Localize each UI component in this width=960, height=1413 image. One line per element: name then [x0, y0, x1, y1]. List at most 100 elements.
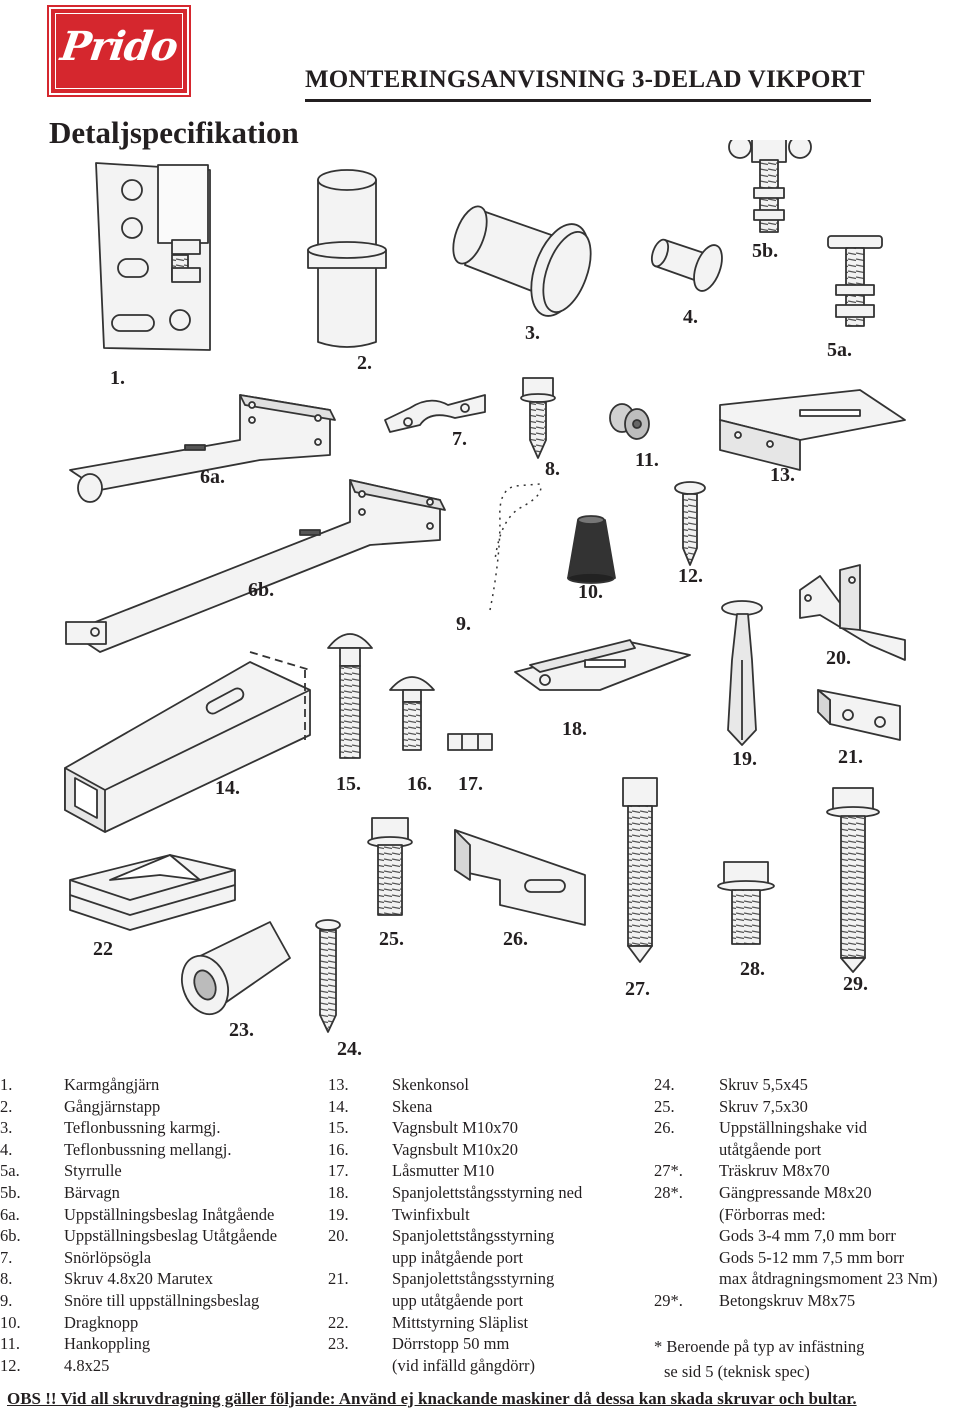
legend-item-text: Mittstyrning Släplist	[392, 1312, 529, 1332]
legend-item-number: 14.	[328, 1096, 349, 1116]
legend-item-number: 13.	[328, 1075, 349, 1094]
part-9-string	[489, 483, 542, 611]
part-3-bushing	[452, 205, 592, 317]
label-part-13: 13.	[770, 464, 795, 486]
label-part-15: 15.	[336, 773, 361, 795]
label-part-18: 18.	[562, 718, 587, 740]
legend-item-number: 4.	[0, 1139, 13, 1159]
label-part-26: 26.	[503, 928, 528, 950]
legend-item-text: Gängpressande M8x20	[719, 1183, 872, 1202]
legend-item-text: Gods 3-4 mm 7,0 mm borr	[719, 1226, 896, 1246]
part-6a-bracket	[69, 394, 336, 503]
part-22-slide-guide	[69, 854, 236, 931]
label-part-7: 7.	[452, 428, 467, 450]
label-part-17: 17.	[458, 773, 483, 795]
part-25-screw	[367, 817, 413, 916]
label-part-5b: 5b.	[752, 240, 778, 262]
label-part-1: 1.	[110, 367, 125, 389]
legend-item-number: 2.	[0, 1096, 13, 1116]
legend-item-number: 25.	[654, 1096, 675, 1116]
part-14-rail	[64, 651, 311, 833]
label-part-23: 23.	[229, 1019, 254, 1041]
label-part-22: 22	[93, 938, 113, 960]
label-part-14: 14.	[215, 777, 240, 799]
legend-item-number: 3.	[0, 1118, 13, 1138]
legend-item-number: 20.	[328, 1226, 349, 1246]
footnote: * Beroende på typ av infästning	[654, 1337, 865, 1356]
legend-item-text: Snöre till uppställningsbeslag	[64, 1291, 260, 1310]
part-24-screw	[315, 919, 341, 1033]
legend-item-text: Uppställningshake vid	[719, 1118, 868, 1138]
title-rule	[305, 99, 871, 102]
legend-item-number: 7.	[0, 1247, 13, 1267]
label-part-28: 28.	[740, 958, 765, 980]
legend-item-text: upp inåtgående port	[392, 1247, 524, 1267]
legend-item-text: 4.8x25	[64, 1355, 110, 1375]
legend-item-number: 16.	[328, 1139, 349, 1159]
legend-item-number: 12.	[0, 1355, 21, 1375]
legend-item-text: Twinfixbult	[392, 1204, 470, 1224]
part-1-hinge	[95, 162, 211, 351]
label-part-24: 24.	[337, 1038, 362, 1060]
legend-item-text: max åtdragningsmoment 23 Nm)	[719, 1269, 938, 1289]
legend-item-number: 17.	[328, 1161, 349, 1181]
legend-item-text: Dragknopp	[64, 1312, 139, 1332]
legend-item-text: Uppställningsbeslag Inåtgående	[64, 1204, 275, 1224]
brand-logo-text: Prido	[57, 23, 181, 70]
part-2-pin	[307, 169, 387, 348]
legend-item-text: Teflonbussning karmgj.	[64, 1118, 221, 1138]
legend-item-text: Betongskruv M8x75	[719, 1291, 856, 1310]
legend-item-number: 21.	[328, 1269, 349, 1289]
legend-item-text: Skruv 4.8x20 Marutex	[64, 1269, 213, 1289]
part-6b-bracket	[65, 479, 446, 653]
label-part-21: 21.	[838, 746, 863, 768]
part-5b-trolley	[728, 140, 812, 233]
legend-item-text: Uppställningsbeslag Utåtgående	[64, 1226, 278, 1246]
legend-item-text: Snörlöpsögla	[64, 1247, 152, 1267]
part-27-wood-screw	[622, 777, 658, 963]
legend-item-text: Skruv 7,5x30	[719, 1096, 808, 1116]
label-part-8: 8.	[545, 458, 560, 480]
legend-item-number: 6b.	[0, 1226, 21, 1246]
part-21-guide	[817, 689, 901, 741]
part-5a-guide-roller	[827, 235, 883, 327]
label-part-9: 9.	[456, 613, 471, 635]
label-part-2: 2.	[357, 352, 372, 374]
part-28-screw	[717, 861, 775, 945]
part-7-eyelet	[384, 394, 486, 433]
legend-item-text: Karmgångjärn	[64, 1075, 160, 1094]
legend-item-text: Skena	[392, 1096, 433, 1116]
section-title: Detaljspecifikation	[49, 115, 299, 150]
legend-item-number: 23.	[328, 1334, 349, 1354]
legend-item-text: (vid infälld gångdörr)	[392, 1355, 535, 1375]
legend-item-text: Vagnsbult M10x20	[392, 1139, 519, 1159]
legend-item-number: 9.	[0, 1291, 13, 1310]
label-part-3: 3.	[525, 322, 540, 344]
legend-item-number: 24.	[654, 1075, 675, 1094]
legend-item-text: (Förborras med:	[719, 1204, 826, 1224]
legend-item-number: 1.	[0, 1075, 13, 1094]
part-4-bushing	[650, 238, 723, 292]
brand-logo: Prido	[49, 7, 189, 95]
legend-item-text: upp utåtgående port	[392, 1291, 524, 1310]
part-19-twinfix	[721, 600, 763, 746]
legend-item-text: utåtgående port	[719, 1139, 822, 1159]
label-part-27: 27.	[625, 978, 650, 1000]
label-part-4: 4.	[683, 306, 698, 328]
legend-item-number: 11.	[0, 1334, 21, 1354]
warning-note: OBS !! Vid all skruvdragning gäller följ…	[7, 1389, 857, 1408]
label-part-6b: 6b.	[248, 579, 274, 601]
part-15-bolt	[327, 633, 373, 759]
legend-item-text: Teflonbussning mellangj.	[64, 1139, 232, 1159]
part-18-guide	[514, 639, 691, 691]
label-part-11: 11.	[635, 449, 659, 471]
legend-item-text: Spanjolettstångsstyrning	[392, 1226, 555, 1246]
document-title: MONTERINGSANVISNING 3-DELAD VIKPORT	[305, 66, 865, 93]
part-16-bolt	[389, 676, 435, 751]
label-part-25: 25.	[379, 928, 404, 950]
legend-item-text: Träskruv M8x70	[719, 1161, 830, 1181]
legend-item-text: Skenkonsol	[392, 1075, 470, 1094]
